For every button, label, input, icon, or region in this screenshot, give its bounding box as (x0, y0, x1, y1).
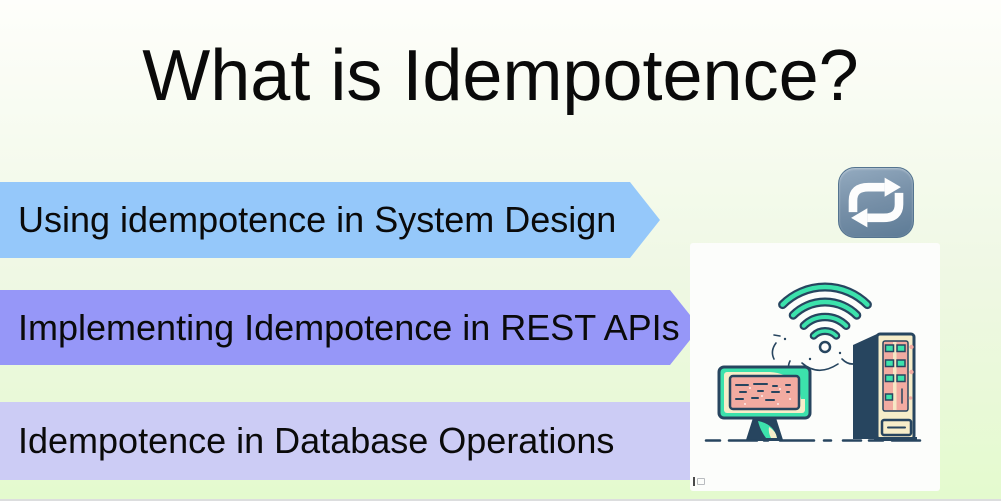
squiggle-decorations (771, 334, 864, 372)
banner-system-design: Using idempotence in System Design (0, 182, 660, 258)
page-title: What is Idempotence? (142, 36, 859, 116)
banner-database-operations: Idempotence in Database Operations (0, 402, 740, 480)
repeat-icon (838, 167, 914, 238)
watermark-mark (693, 476, 707, 486)
banner-rest-apis-label: Implementing Idempotence in REST APIs (18, 307, 680, 348)
screen-text-lines (735, 383, 791, 401)
repeat-arrows-glyph (848, 177, 904, 228)
banner-database-operations-label: Idempotence in Database Operations (18, 420, 615, 461)
banner-system-design-label: Using idempotence in System Design (18, 199, 617, 240)
desktop-monitor-icon (717, 365, 812, 441)
banner-rest-apis: Implementing Idempotence in REST APIs (0, 290, 700, 365)
server-tower-icon (853, 332, 917, 441)
wifi-computer-server-graphic (704, 282, 924, 442)
network-illustration (690, 243, 940, 491)
server-led-squares (884, 344, 906, 401)
screen-specks (744, 387, 791, 405)
wifi-signal-icon (778, 282, 872, 354)
